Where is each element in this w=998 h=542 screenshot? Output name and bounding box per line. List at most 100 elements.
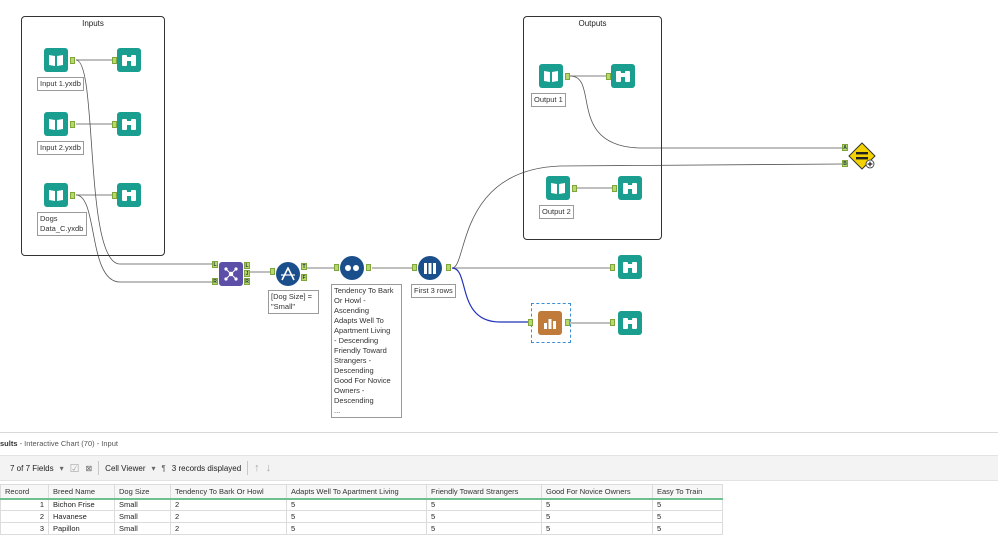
filter-true-anchor[interactable]: T [301, 263, 307, 270]
input-anchor[interactable] [112, 192, 117, 199]
column-header[interactable]: Adapts Well To Apartment Living [286, 484, 427, 500]
results-title: sults - Interactive Chart (70) - Input [0, 439, 118, 448]
column-header[interactable]: Record [0, 484, 49, 500]
join-right-output-anchor[interactable]: R [244, 278, 250, 285]
join-multiple-tool[interactable] [219, 262, 243, 286]
input-anchor[interactable] [606, 73, 611, 80]
input-data-tool-1[interactable] [44, 48, 68, 72]
binoculars-icon [623, 262, 637, 273]
test-input-a-anchor[interactable]: A [842, 144, 848, 151]
outputs-container[interactable]: Outputs [523, 16, 662, 240]
join-right-input-anchor[interactable]: R [212, 278, 218, 285]
join-joined-output-anchor[interactable]: J [244, 270, 250, 277]
input-anchor[interactable] [270, 268, 275, 275]
table-cell[interactable]: Small [114, 522, 171, 535]
deselect-icon[interactable]: ⊠ [85, 463, 93, 473]
input-anchor[interactable] [610, 319, 615, 326]
pilcrow-icon[interactable]: ¶ [161, 463, 166, 473]
input-anchor[interactable] [112, 57, 117, 64]
output-data-tool-1[interactable] [539, 64, 563, 88]
join-left-input-anchor[interactable]: L [212, 261, 218, 268]
interactive-chart-tool[interactable] [538, 311, 562, 335]
table-row[interactable]: 3 Papillon Small 2 5 5 5 5 [0, 522, 723, 535]
table-cell[interactable]: 5 [652, 510, 723, 523]
output-anchor[interactable] [565, 73, 570, 80]
table-cell[interactable]: 5 [286, 522, 427, 535]
table-cell[interactable]: 5 [652, 522, 723, 535]
column-header[interactable]: Dog Size [114, 484, 171, 500]
output-anchor[interactable] [70, 192, 75, 199]
inputs-container[interactable]: Inputs [21, 16, 165, 256]
dropdown-arrow-icon[interactable]: ▾ [151, 463, 156, 473]
filter-false-anchor[interactable]: F [301, 274, 307, 281]
filter-icon [281, 267, 295, 281]
table-cell[interactable]: 5 [426, 522, 542, 535]
table-cell[interactable]: 2 [170, 498, 287, 511]
table-cell[interactable]: Papillon [48, 522, 115, 535]
column-header[interactable]: Tendency To Bark Or Howl [170, 484, 287, 500]
fields-selector[interactable]: 7 of 7 Fields [10, 463, 54, 473]
table-cell[interactable]: Small [114, 498, 171, 511]
table-cell[interactable]: 5 [286, 510, 427, 523]
sort-tool[interactable] [340, 256, 364, 280]
table-row[interactable]: 1 Bichon Frise Small 2 5 5 5 5 [0, 498, 723, 511]
input2-label: Input 2.yxdb [37, 141, 84, 155]
input-anchor[interactable] [412, 264, 417, 271]
output-anchor[interactable] [565, 319, 570, 326]
browse-tool-output1[interactable] [611, 64, 635, 88]
column-header[interactable]: Easy To Train [652, 484, 723, 500]
browse-tool-sample[interactable] [618, 255, 642, 279]
browse-tool-output2[interactable] [618, 176, 642, 200]
input-anchor[interactable] [112, 121, 117, 128]
table-row[interactable]: 2 Havanese Small 2 5 5 5 5 [0, 510, 723, 523]
wire-input1-join [75, 59, 212, 265]
output-anchor[interactable] [572, 185, 577, 192]
input3-label: Dogs Data_C.yxdb [37, 212, 87, 236]
table-cell[interactable]: 5 [286, 498, 427, 511]
table-cell[interactable]: 2 [170, 522, 287, 535]
check-icon[interactable]: ☑ [69, 462, 80, 475]
input-anchor[interactable] [612, 185, 617, 192]
table-cell[interactable]: 5 [541, 498, 653, 511]
dropdown-arrow-icon[interactable]: ▾ [59, 463, 64, 473]
book-icon [544, 71, 558, 82]
output-anchor[interactable] [70, 57, 75, 64]
browse-tool-2[interactable] [117, 112, 141, 136]
table-cell[interactable]: 5 [541, 522, 653, 535]
input-data-tool-3[interactable] [44, 183, 68, 207]
column-header[interactable]: Good For Novice Owners [541, 484, 653, 500]
test-input-b-anchor[interactable]: B [842, 160, 848, 167]
arrow-down-icon[interactable]: ↓ [265, 462, 272, 474]
input-anchor[interactable] [610, 264, 615, 271]
table-cell[interactable]: Havanese [48, 510, 115, 523]
table-cell[interactable]: Small [114, 510, 171, 523]
output-data-tool-2[interactable] [546, 176, 570, 200]
test-tool[interactable] [848, 142, 876, 170]
sample-tool[interactable] [418, 256, 442, 280]
table-cell[interactable]: 5 [541, 510, 653, 523]
join-left-output-anchor[interactable]: L [244, 262, 250, 269]
workflow-canvas[interactable]: Inputs Outputs Input 1.yxdb Input 2.yxdb… [0, 0, 998, 432]
table-cell[interactable]: Bichon Frise [48, 498, 115, 511]
output-anchor[interactable] [70, 121, 75, 128]
table-cell[interactable]: 5 [426, 510, 542, 523]
browse-tool-chart[interactable] [618, 311, 642, 335]
output-anchor[interactable] [366, 264, 371, 271]
record-cell: 2 [0, 510, 49, 523]
table-cell[interactable]: 5 [652, 498, 723, 511]
table-cell[interactable]: 2 [170, 510, 287, 523]
filter-tool[interactable] [276, 262, 300, 286]
results-toolbar: 7 of 7 Fields ▾ ☑ ⊠ Cell Viewer ▾ ¶ 3 re… [0, 455, 998, 481]
input-anchor[interactable] [528, 319, 533, 326]
input-data-tool-2[interactable] [44, 112, 68, 136]
column-header[interactable]: Breed Name [48, 484, 115, 500]
cell-viewer-selector[interactable]: Cell Viewer [105, 463, 146, 473]
browse-tool-1[interactable] [117, 48, 141, 72]
browse-tool-3[interactable] [117, 183, 141, 207]
column-header[interactable]: Friendly Toward Strangers [426, 484, 542, 500]
wire-sample-test [451, 163, 843, 269]
arrow-up-icon[interactable]: ↑ [254, 462, 260, 474]
input-anchor[interactable] [334, 264, 339, 271]
table-cell[interactable]: 5 [426, 498, 542, 511]
output-anchor[interactable] [446, 264, 451, 271]
